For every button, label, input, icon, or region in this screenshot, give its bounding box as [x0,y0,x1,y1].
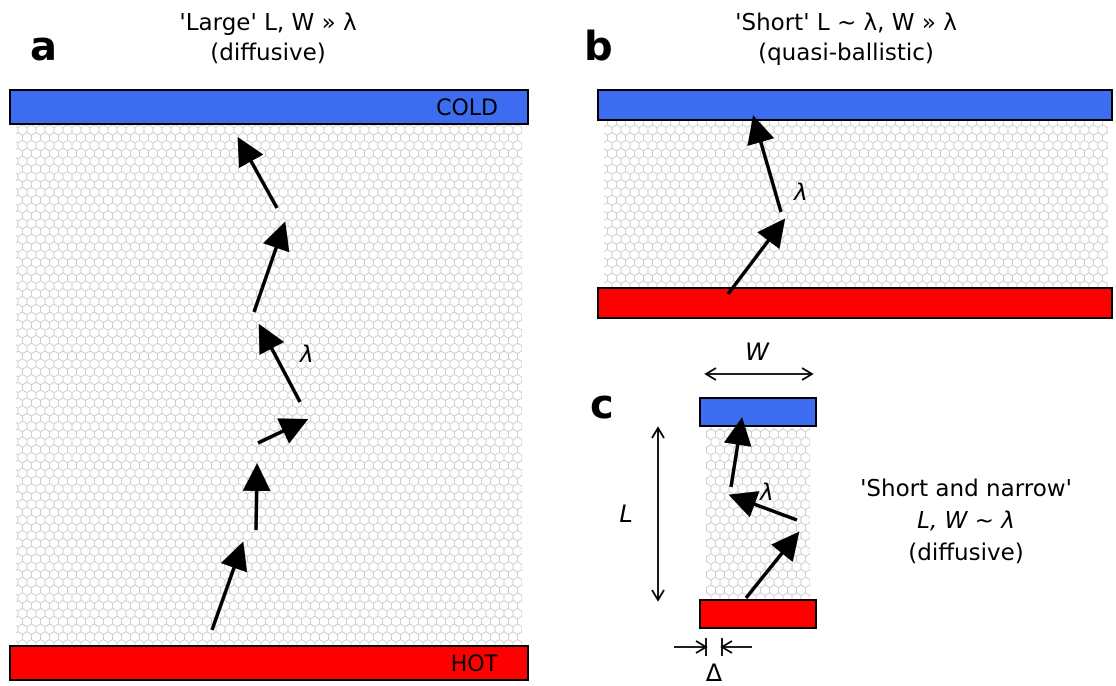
graphene-lattice-c [706,426,810,600]
path-arrow [723,417,752,488]
path-arrow [252,221,290,313]
panel-c: c W L λ Δ 'Short and narrow' L, W ~ λ (d… [590,338,1072,686]
path-arrow [210,541,248,631]
cold-reservoir-bar-c [699,397,817,427]
hot-reservoir-bar-c [699,599,817,629]
panel-b: b 'Short' L ~ λ, W » λ (quasi-ballistic)… [584,10,1113,319]
length-arrowhead-bottom [651,589,665,602]
path-arrow [744,531,800,600]
phonon-path-c [723,417,800,600]
path-arrow [242,463,271,531]
delta-arrowhead-right [720,640,733,654]
path-arrow [258,323,302,403]
phonon-path-b [726,115,786,296]
cold-label: COLD [436,96,498,121]
hot-reservoir-bar-b [597,287,1113,319]
phonon-path-a [210,136,309,631]
panel-letter-a: a [30,24,57,70]
width-arrowhead-left [704,367,717,381]
hot-reservoir-bar [9,645,529,681]
length-label: L [619,500,632,528]
mfp-label-a: λ [298,342,314,368]
hot-label: HOT [451,652,499,677]
panel-a-subtitle: (diffusive) [210,40,326,66]
graphene-lattice-a [16,124,522,646]
panel-letter-b: b [584,24,613,70]
delta-label: Δ [706,659,723,686]
mfp-label-b: λ [792,180,808,206]
path-arrow [237,136,279,209]
panel-a: a 'Large' L, W » λ (diffusive) COLD HOT … [9,10,529,681]
cold-reservoir-bar-b [597,89,1113,121]
path-arrow [747,115,783,213]
graphene-lattice-b [604,120,1108,288]
panel-c-title: 'Short and narrow' [860,476,1072,502]
panel-b-title: 'Short' L ~ λ, W » λ [735,10,957,36]
path-arrow [257,418,309,445]
panel-b-subtitle: (quasi-ballistic) [758,40,934,66]
cold-reservoir-bar [9,89,529,125]
mfp-label-c: λ [758,480,774,506]
width-arrowhead-right [801,367,814,381]
path-arrow [728,491,798,522]
width-label: W [745,338,770,366]
panel-c-regime: (diffusive) [908,540,1024,566]
panel-c-subtitle: L, W ~ λ [917,508,1015,534]
length-arrowhead-top [651,426,665,439]
panel-letter-c: c [590,382,614,428]
panel-a-title: 'Large' L, W » λ [179,10,356,36]
path-arrow [726,218,786,296]
